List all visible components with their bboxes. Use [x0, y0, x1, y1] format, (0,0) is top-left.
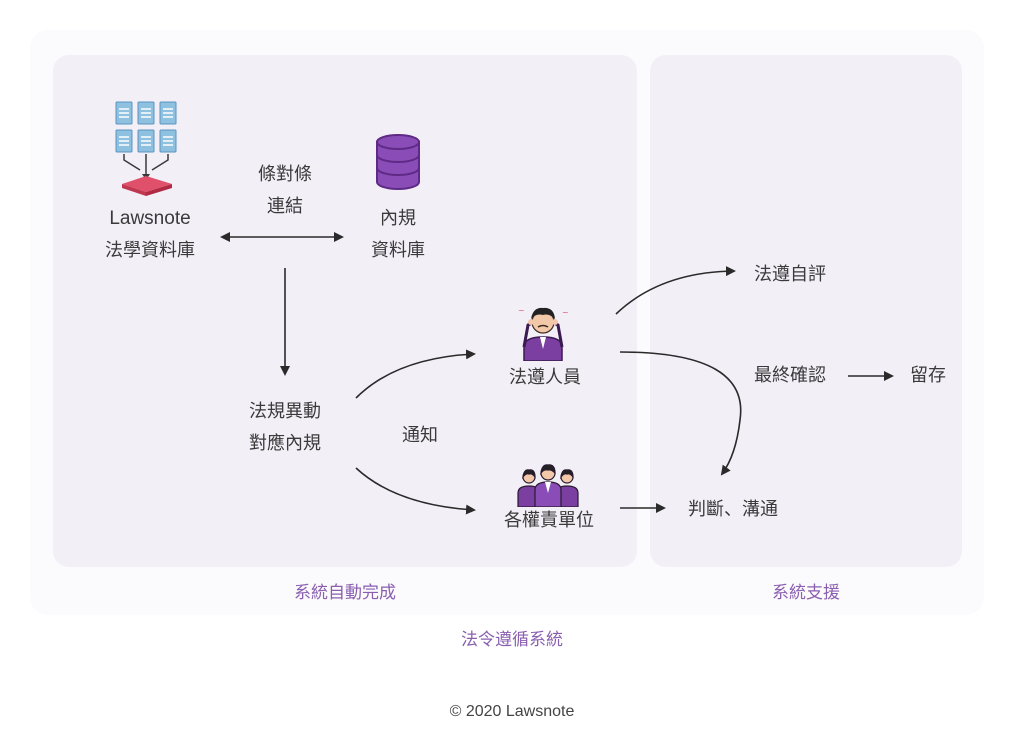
svg-text:~: ~ [562, 308, 569, 317]
svg-text:~: ~ [518, 306, 525, 315]
compliance-staff-label: 法遵人員 [509, 367, 581, 388]
final-confirm-label: 最終確認 [754, 365, 826, 386]
group-people-icon [517, 464, 579, 507]
regulation-change-label: 法規異動 對應內規 [249, 401, 321, 454]
system-caption: 法令遵循系統 [461, 630, 563, 650]
to-judge-arrow [619, 351, 742, 476]
notify-label: 通知 [402, 425, 438, 446]
support-caption: 系統支援 [772, 583, 840, 603]
judge-communicate-label: 判斷、溝通 [688, 499, 778, 520]
stressed-person-icon: ~ ~ [518, 306, 569, 361]
copyright-footer: © 2020 Lawsnote [449, 703, 575, 720]
auto-caption: 系統自動完成 [294, 583, 396, 603]
departments-label: 各權責單位 [504, 510, 594, 531]
database-cylinder-icon [376, 134, 420, 190]
document-database-icon [115, 101, 177, 196]
article-link-label: 條對條 連結 [258, 164, 312, 217]
to-departments-arrow [355, 467, 476, 515]
to-staff-arrow [355, 349, 476, 399]
lawsnote-db-label: Lawsnote 法學資料庫 [105, 208, 195, 261]
support-panel [650, 55, 962, 567]
retain-label: 留存 [910, 365, 946, 386]
internal-db-label: 內規 資料庫 [371, 208, 425, 261]
to-self-assessment-arrow [615, 266, 736, 315]
self-assessment-label: 法遵自評 [754, 264, 826, 285]
